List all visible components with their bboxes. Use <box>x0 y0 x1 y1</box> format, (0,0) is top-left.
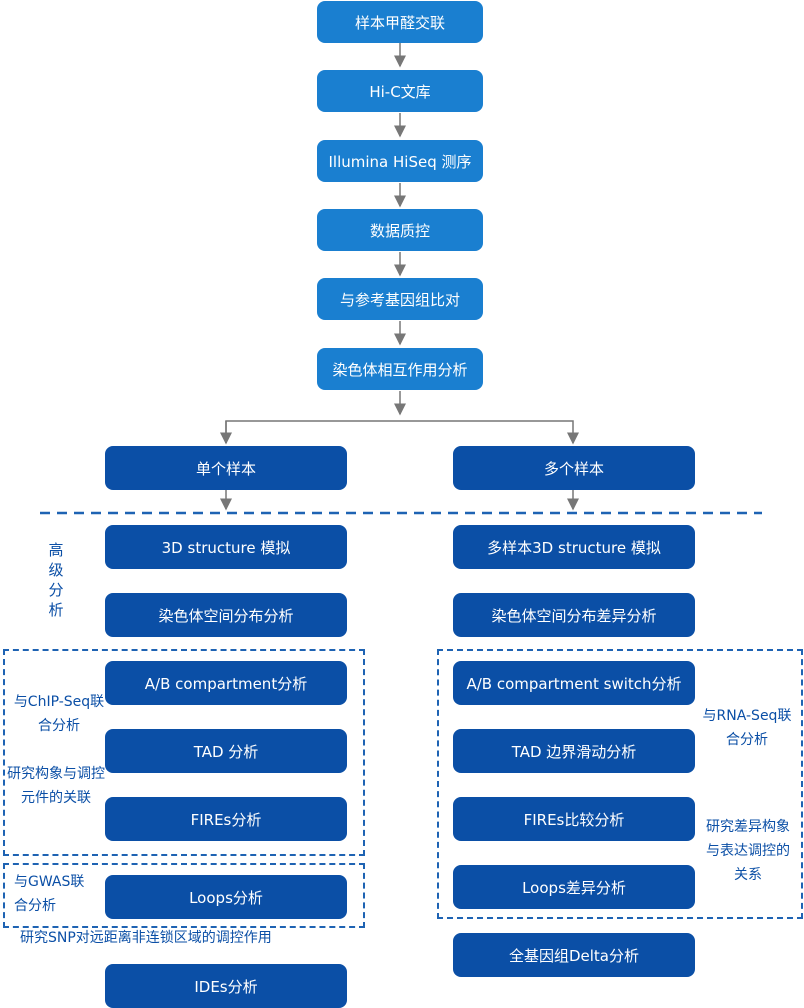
single-item-ides: IDEs分析 <box>105 964 347 1008</box>
multi-item-delta: 全基因组Delta分析 <box>453 933 695 977</box>
multi-item-fires-compare: FIREs比较分析 <box>453 797 695 841</box>
sequencing-box: Illumina HiSeq 测序 <box>317 140 483 182</box>
group-rna-seq <box>437 649 803 919</box>
note-difference: 研究差异构象与表达调控的关系 <box>706 819 790 883</box>
group-gwas <box>3 863 365 928</box>
note-gwas: 与GWAS联合分析 <box>14 874 85 914</box>
single-sample-box: 单个样本 <box>105 446 347 490</box>
single-item-spatial: 染色体空间分布分析 <box>105 593 347 637</box>
interaction-box: 染色体相互作用分析 <box>317 348 483 390</box>
single-item-fires: FIREs分析 <box>105 797 347 841</box>
library-box: Hi-C文库 <box>317 70 483 112</box>
group-chip-seq <box>3 649 365 856</box>
note-rna-seq: 与RNA-Seq联合分析 <box>702 708 792 748</box>
multi-item-ab-switch: A/B compartment switch分析 <box>453 661 695 705</box>
multi-item-tad-shift: TAD 边界滑动分析 <box>453 729 695 773</box>
note-chip-seq: 与ChIP-Seq联合分析 <box>13 694 105 734</box>
advanced-analysis-label: 高级分析 <box>48 541 64 619</box>
single-item-3d-structure: 3D structure 模拟 <box>105 525 347 569</box>
multi-item-spatial-diff: 染色体空间分布差异分析 <box>453 593 695 637</box>
crosslink-box: 样本甲醛交联 <box>317 1 483 43</box>
branch-split <box>225 420 579 445</box>
multi-item-3d-structure: 多样本3D structure 模拟 <box>453 525 695 569</box>
alignment-box: 与参考基因组比对 <box>317 278 483 320</box>
single-item-tad: TAD 分析 <box>105 729 347 773</box>
note-snp: 研究SNP对远距离非连锁区域的调控作用 <box>20 930 272 946</box>
single-item-loops: Loops分析 <box>105 875 347 919</box>
qc-box: 数据质控 <box>317 209 483 251</box>
note-conformation: 研究构象与调控元件的关联 <box>7 766 105 806</box>
multi-sample-box: 多个样本 <box>453 446 695 490</box>
multi-item-loops-diff: Loops差异分析 <box>453 865 695 909</box>
single-item-ab-compartment: A/B compartment分析 <box>105 661 347 705</box>
